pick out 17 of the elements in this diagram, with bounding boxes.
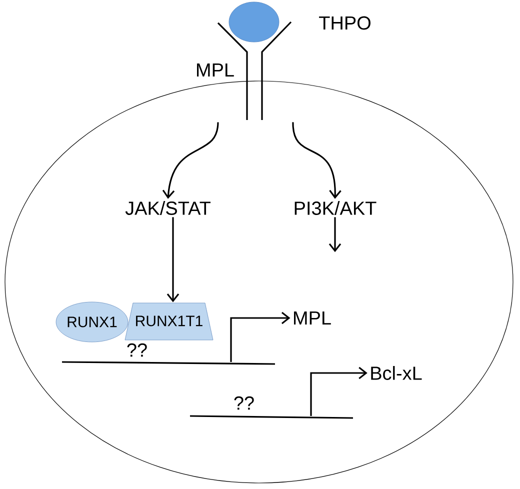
unknown-site-label: ?? [127,343,147,357]
protein-trapezoid: RUNX1T1 [124,302,214,340]
arrow [292,122,342,199]
promoter-arrow [310,366,368,416]
cell-membrane [4,80,514,484]
arrow [328,217,342,252]
ligand-ellipse [228,2,280,42]
arrow [162,122,219,199]
node-label: THPO [319,16,370,30]
pathway-label: JAK/STAT [125,201,210,215]
gene-label: Bcl-xL [371,366,422,380]
promoter-arrow [230,312,290,362]
gene-label: MPL [294,311,331,325]
arrow [166,217,180,302]
unknown-site-label: ?? [234,396,254,410]
pathway-label: PI3K/AKT [294,201,376,215]
node-label: MPL [197,63,234,77]
